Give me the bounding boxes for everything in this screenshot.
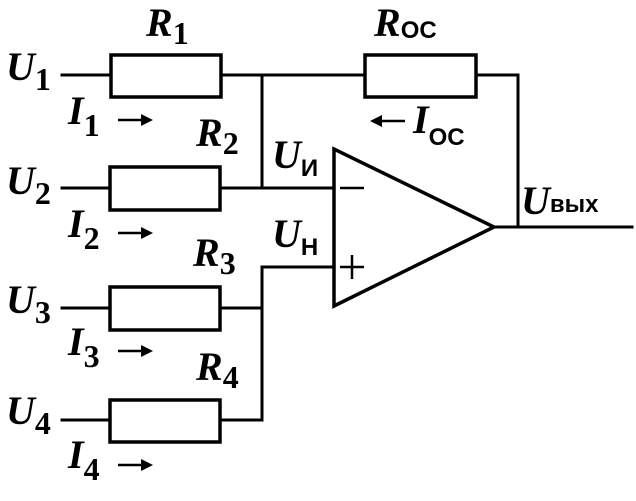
label-i1: I1	[67, 88, 100, 143]
label-ioc: IОС	[412, 97, 465, 151]
label-r1: R1	[145, 0, 189, 51]
opamp-triangle	[332, 146, 498, 309]
label-i3: I3	[67, 319, 100, 374]
resistor-r4	[108, 398, 222, 444]
resistor-r2	[108, 165, 222, 212]
arrow-i3	[118, 345, 153, 357]
label-i2: I2	[67, 201, 100, 256]
arrow-ioc	[370, 115, 405, 127]
label-u3: U3	[6, 277, 51, 330]
label-i4: I4	[67, 432, 100, 487]
resistor-r3	[108, 285, 222, 332]
label-r2: R2	[195, 110, 239, 161]
label-u-output: Uвых	[521, 178, 599, 223]
arrow-i2	[118, 227, 153, 239]
resistor-r1	[109, 53, 223, 99]
label-roc: RОС	[373, 0, 437, 45]
arrow-i1	[118, 114, 153, 126]
resistor-feedback	[363, 53, 478, 99]
label-u-noninverting: UН	[272, 211, 318, 261]
arrow-i4	[118, 459, 153, 471]
opamp-plus-sign	[340, 255, 364, 279]
label-u1: U1	[6, 44, 51, 97]
label-u2: U2	[6, 158, 51, 211]
wires	[60, 73, 634, 422]
label-u4: U4	[6, 388, 51, 441]
label-r3: R3	[192, 230, 236, 281]
label-r4: R4	[195, 344, 239, 395]
label-u-inverting: UИ	[272, 132, 318, 182]
